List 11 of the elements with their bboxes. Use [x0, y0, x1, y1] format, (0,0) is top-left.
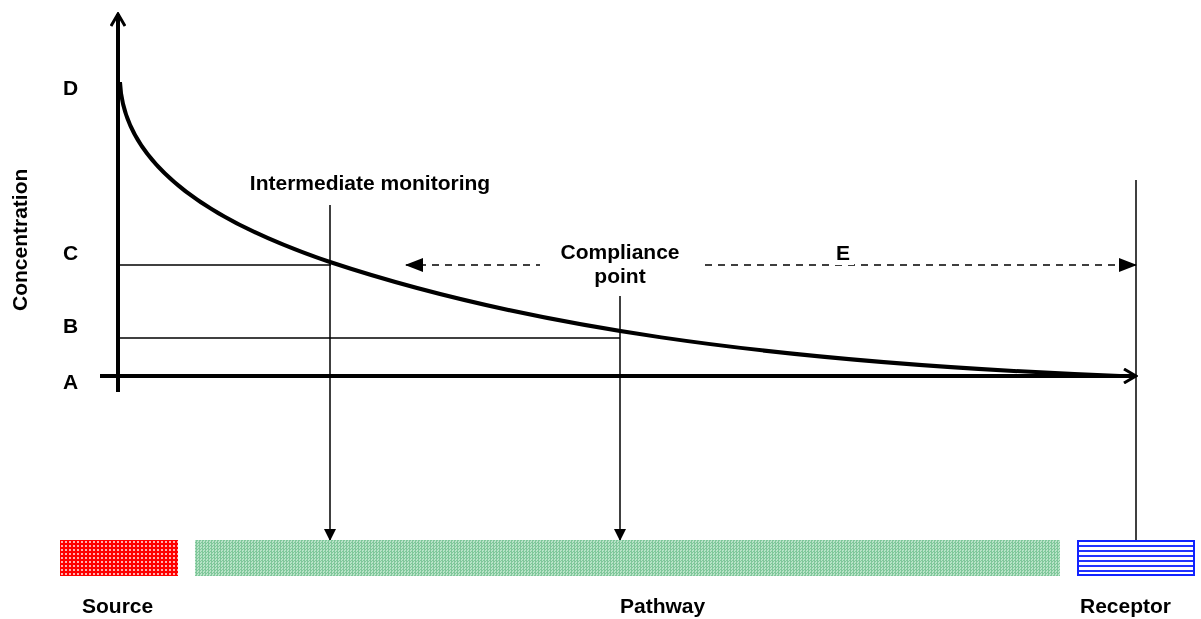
axis-tick-label: B — [63, 314, 79, 338]
axis-tick-label: A — [63, 370, 79, 394]
arrow — [324, 204, 336, 541]
arrow — [614, 295, 626, 541]
bar-label: Pathway — [620, 594, 706, 618]
axis-tick-label: C — [63, 241, 79, 265]
connector-line — [1135, 179, 1137, 541]
axis-tick-label: D — [63, 76, 79, 100]
bar-label: Receptor — [1080, 594, 1172, 618]
bar-label: Source — [82, 594, 154, 618]
axis-title: Concentration — [8, 168, 32, 311]
